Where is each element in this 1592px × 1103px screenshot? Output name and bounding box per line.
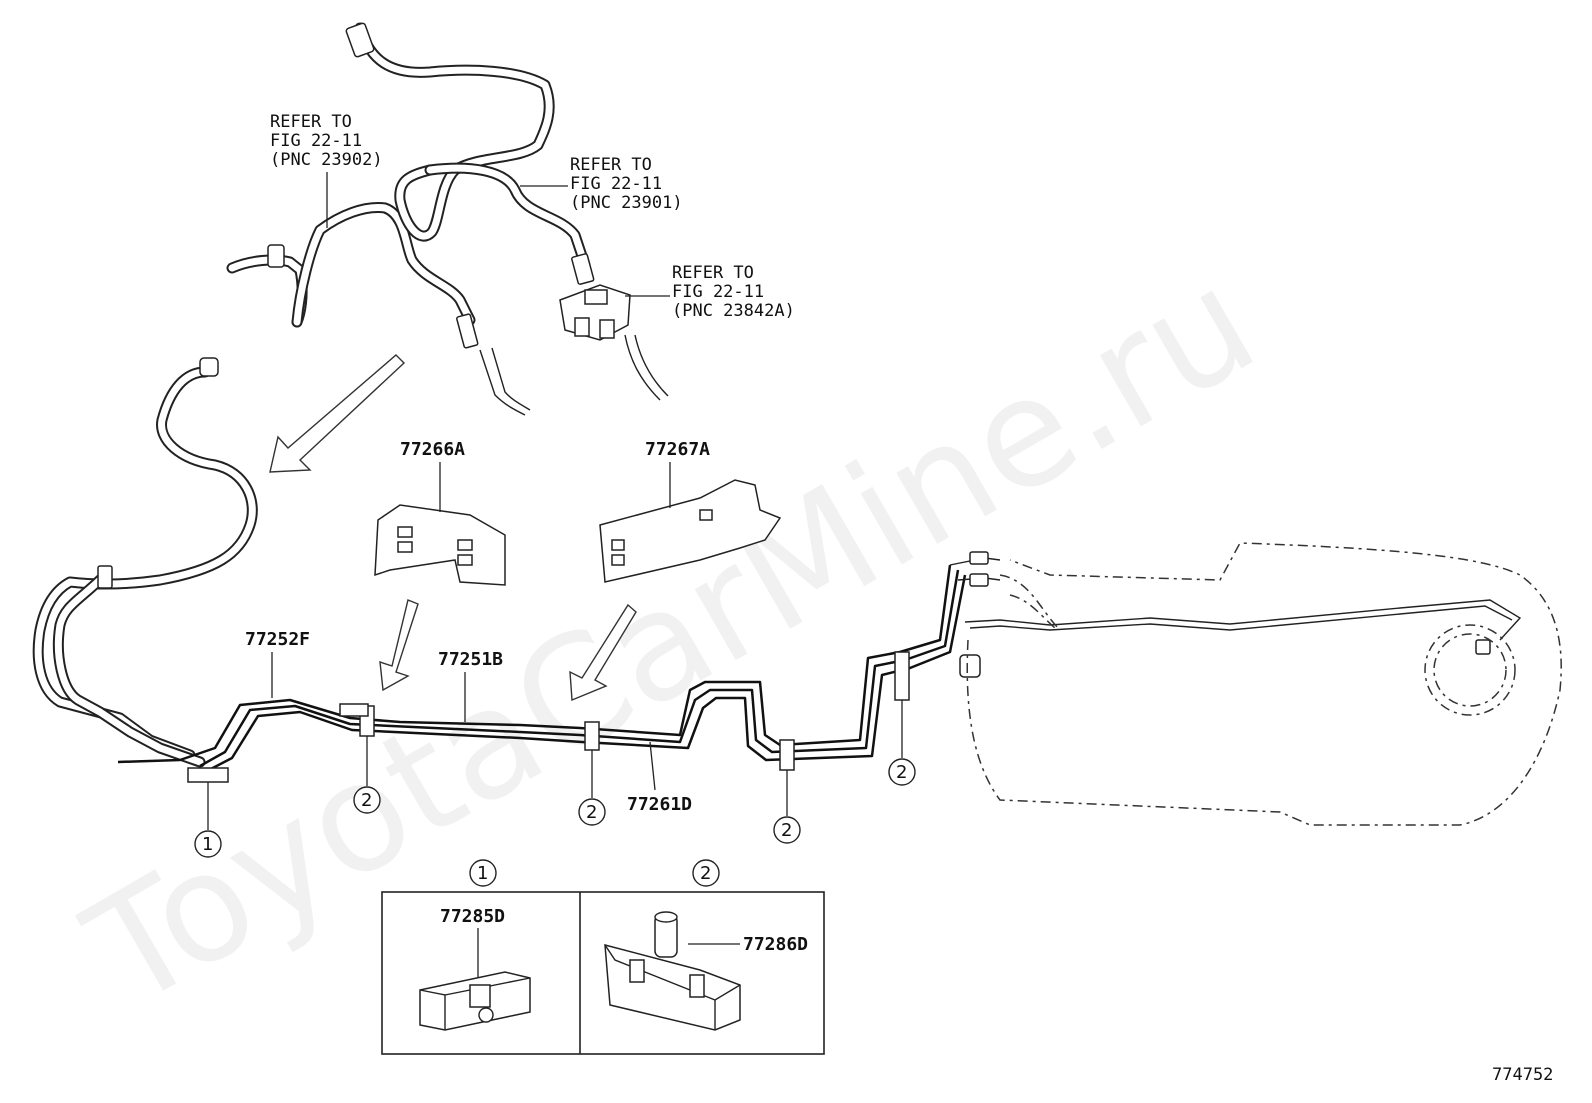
callout-2-c: 2 — [781, 820, 792, 841]
protector-77266a: 77266A — [374, 439, 506, 586]
svg-text:FIG 22-11: FIG 22-11 — [570, 174, 662, 194]
part-label-77267a: 77267A — [645, 439, 710, 460]
clamp-markers — [187, 651, 910, 783]
svg-text:(PNC 23902): (PNC 23902) — [270, 150, 383, 170]
callout-1: 1 — [202, 834, 213, 855]
reference-label-23842a: REFER TO FIG 22-11 (PNC 23842A) — [625, 263, 795, 321]
callout-2-a: 2 — [361, 790, 372, 811]
assembly-labels: 77252F 77251B 77261D — [245, 629, 692, 815]
clamp-detail-box: 1 2 77285D 77286D — [381, 859, 825, 1055]
part-label-77261d: 77261D — [627, 794, 692, 815]
svg-text:REFER TO: REFER TO — [270, 112, 352, 132]
part-label-77266a: 77266A — [400, 439, 465, 460]
svg-text:REFER TO: REFER TO — [672, 263, 754, 283]
part-label-77251b: 77251B — [438, 649, 503, 670]
reference-label-23902: REFER TO FIG 22-11 (PNC 23902) — [270, 112, 383, 228]
svg-text:(PNC 23842A): (PNC 23842A) — [672, 301, 795, 321]
protector-77267a: 77267A — [599, 439, 782, 583]
fuel-tank-outline — [966, 542, 1562, 826]
part-label-77286d: 77286D — [743, 934, 808, 955]
main-fuel-tube-assembly — [32, 357, 1522, 774]
detail-callout-2: 2 — [700, 863, 711, 884]
callout-markers: 1 2 2 2 2 — [194, 700, 916, 858]
callout-2-d: 2 — [896, 762, 907, 783]
reference-label-23901: REFER TO FIG 22-11 (PNC 23901) — [520, 155, 683, 213]
svg-text:REFER TO: REFER TO — [570, 155, 652, 175]
svg-text:FIG 22-11: FIG 22-11 — [270, 131, 362, 151]
part-label-77285d: 77285D — [440, 906, 505, 927]
upper-fuel-hoses — [226, 22, 669, 416]
svg-text:FIG 22-11: FIG 22-11 — [672, 282, 764, 302]
figure-id: 774752 — [1492, 1065, 1553, 1085]
svg-text:(PNC 23901): (PNC 23901) — [570, 193, 683, 213]
detail-callout-1: 1 — [477, 863, 488, 884]
arrow-icons — [269, 354, 637, 702]
part-label-77252f: 77252F — [245, 629, 310, 650]
callout-2-b: 2 — [586, 802, 597, 823]
